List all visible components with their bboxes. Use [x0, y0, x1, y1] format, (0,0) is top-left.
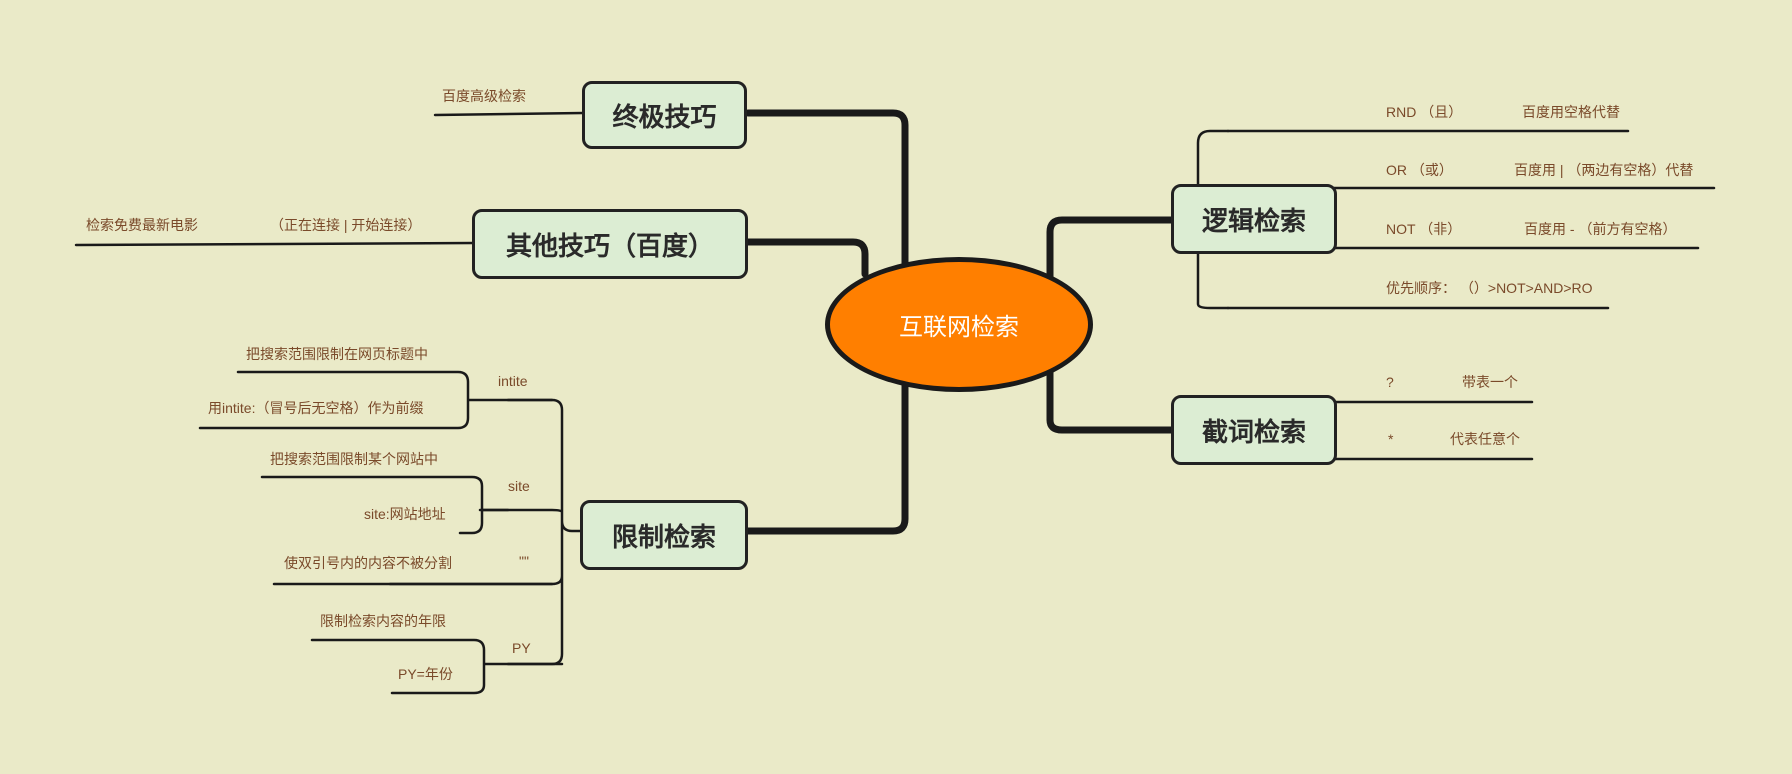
connector-root-ultimate: [744, 109, 909, 302]
limit-intite-item-2: 用intite:（冒号后无空格）作为前缀: [208, 400, 424, 416]
other-item-desc: （正在连接 | 开始连接）: [270, 217, 422, 233]
connector-limit-brace: [388, 398, 582, 666]
truncate-desc-2: 代表任意个: [1450, 431, 1520, 447]
connector-root-limit: [744, 364, 909, 535]
connector-root-other: [744, 238, 869, 278]
root-label: 互联网检索: [899, 314, 1019, 341]
branch-truncate-label: 截词检索: [1201, 416, 1306, 447]
connector-py: [310, 638, 564, 695]
truncate-desc-1: 带表一个: [1462, 374, 1518, 390]
logic-desc-3: 百度用 - （前方有空格）: [1524, 221, 1677, 237]
branch-limit[interactable]: 限制检索: [580, 500, 748, 570]
branch-truncate[interactable]: 截词检索: [1171, 395, 1337, 465]
limit-site-item-2: site:网站地址: [364, 506, 446, 522]
connector-root-truncate: [1046, 356, 1176, 434]
connector-ultimate-leaf: [433, 111, 585, 117]
limit-quote-item-1: 使双引号内的内容不被分割: [284, 555, 452, 571]
branch-logic[interactable]: 逻辑检索: [1171, 184, 1337, 254]
logic-op-1: RND （且）: [1386, 104, 1463, 120]
logic-op-3: NOT （非）: [1386, 221, 1462, 237]
connector-intite: [198, 370, 554, 430]
limit-py-item-1: 限制检索内容的年限: [320, 613, 446, 629]
limit-group-site: site: [508, 478, 530, 494]
limit-group-py: PY: [512, 640, 531, 656]
logic-op-2: OR （或）: [1386, 162, 1453, 178]
truncate-op-2: *: [1388, 431, 1394, 447]
connector-site: [260, 475, 510, 535]
connector-logic-brace: [1170, 129, 1230, 310]
branch-ultimate[interactable]: 终极技巧: [582, 81, 747, 149]
connector-other-leaf: [74, 241, 476, 247]
truncate-op-1: ?: [1386, 374, 1394, 390]
branch-ultimate-label: 终极技巧: [612, 101, 717, 132]
root-node[interactable]: 互联网检索: [825, 257, 1093, 392]
limit-py-item-2: PY=年份: [398, 666, 453, 682]
logic-desc-1: 百度用空格代替: [1522, 104, 1620, 120]
connector-root-logic: [1046, 216, 1176, 304]
limit-group-intite: intite: [498, 373, 528, 389]
limit-site-item-1: 把搜索范围限制某个网站中: [270, 451, 438, 467]
limit-intite-item-1: 把搜索范围限制在网页标题中: [246, 346, 428, 362]
logic-op-4: 优先顺序： （）>NOT>AND>RO: [1386, 280, 1593, 296]
branch-other-label: 其他技巧（百度）: [505, 230, 714, 261]
branch-other[interactable]: 其他技巧（百度）: [472, 209, 748, 279]
limit-group-quote: "": [519, 553, 529, 569]
branch-logic-label: 逻辑检索: [1201, 205, 1306, 236]
other-item-title: 检索免费最新电影: [86, 217, 198, 233]
logic-desc-2: 百度用 | （两边有空格）代替: [1514, 162, 1694, 178]
branch-limit-label: 限制检索: [611, 521, 716, 552]
ultimate-item: 百度高级检索: [442, 88, 526, 104]
